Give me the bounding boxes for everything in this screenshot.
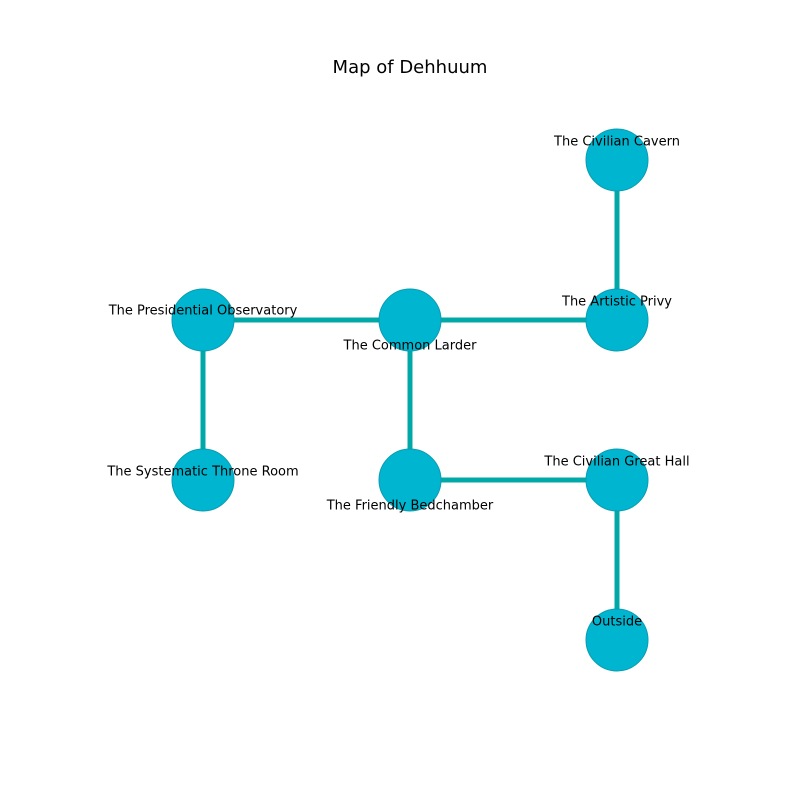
room-node-friendly-bedchamber <box>378 448 442 512</box>
room-label-civilian-cavern: The Civilian Cavern <box>553 135 680 150</box>
room-node-civilian-great-hall <box>585 448 649 512</box>
room-label-systematic-throne-room: The Systematic Throne Room <box>106 465 298 480</box>
room-node-systematic-throne-room <box>171 448 235 512</box>
map-title: Map of Dehhuum <box>333 57 488 78</box>
room-node-artistic-privy <box>585 288 649 352</box>
room-node-civilian-cavern <box>585 128 649 192</box>
connections-layer <box>200 160 620 640</box>
room-label-civilian-great-hall: The Civilian Great Hall <box>543 455 689 470</box>
room-node-common-larder <box>378 288 442 352</box>
room-label-presidential-observatory: The Presidential Observatory <box>108 304 298 319</box>
room-label-outside: Outside <box>592 615 642 630</box>
room-label-artistic-privy: The Artistic Privy <box>561 295 672 310</box>
room-label-friendly-bedchamber: The Friendly Bedchamber <box>326 499 494 514</box>
rooms-layer <box>171 128 649 672</box>
room-node-outside <box>585 608 649 672</box>
room-label-common-larder: The Common Larder <box>343 339 478 354</box>
room-node-presidential-observatory <box>171 288 235 352</box>
